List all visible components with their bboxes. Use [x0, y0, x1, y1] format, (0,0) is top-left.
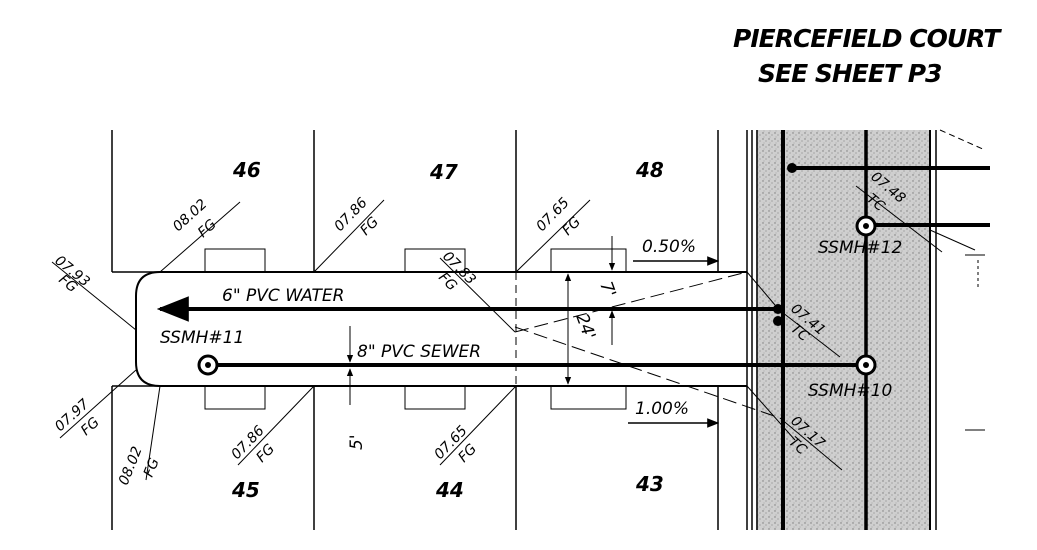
elevation-code: FG	[357, 214, 382, 239]
lot-48-label: 48	[635, 158, 664, 182]
elevation-callout: 07.93 FG	[51, 253, 137, 331]
driveways	[204, 248, 627, 410]
dimension-7: 7'	[595, 236, 619, 345]
grade-line	[929, 229, 976, 251]
slope-label: 1.00%	[635, 399, 689, 419]
water-pipe-label: 6" PVC WATER	[222, 286, 345, 306]
dimension-label: 5'	[347, 435, 367, 451]
manhole-label: SSMH#11	[160, 328, 244, 348]
lot-numbers: 46 47 48 45 44 43	[231, 158, 664, 502]
water-valve-node	[773, 316, 783, 326]
sheet-reference-text: SEE SHEET P3	[758, 59, 941, 88]
elevation-code: FG	[141, 456, 163, 480]
sheet-reference: PIERCEFIELD COURT SEE SHEET P3	[733, 24, 1003, 88]
elevation-code: FG	[195, 216, 220, 241]
manhole-ssmh11: SSMH#11	[160, 328, 244, 376]
elevation-callout: 07.86 FG	[313, 195, 385, 273]
manhole-ssmh10: SSMH#10	[808, 354, 892, 401]
lot-47-label: 47	[429, 160, 458, 184]
cul-de-sac-outline	[135, 271, 747, 387]
lot-lines	[111, 130, 719, 530]
valve-node	[787, 163, 797, 173]
slope-label: 0.50%	[642, 237, 696, 257]
sewer-pipe: 8" PVC SEWER	[208, 342, 866, 367]
slope-top: 0.50%	[633, 237, 720, 266]
lot-43-label: 43	[635, 472, 664, 496]
lot-45-label: 45	[231, 478, 260, 502]
street-name: PIERCEFIELD COURT	[733, 24, 1002, 53]
elevation-callout: 07.65 FG	[431, 385, 517, 466]
elevation-callout: 08.02 FG	[159, 196, 241, 273]
manhole-label: SSMH#12	[818, 238, 902, 258]
lot-46-label: 46	[232, 158, 261, 182]
dimension-label: 24'	[571, 311, 599, 343]
grade-lines	[439, 257, 796, 441]
dimension-24: 24'	[564, 273, 599, 385]
elevation-callout: 07.65 FG	[515, 195, 591, 273]
sewer-pipe-label: 8" PVC SEWER	[357, 342, 481, 362]
elevation-value: 08.02	[116, 444, 146, 487]
lot-44-label: 44	[435, 478, 464, 502]
dimension-label: 7'	[595, 279, 619, 300]
grade-line	[939, 129, 986, 151]
manhole-ssmh12: SSMH#12	[818, 215, 902, 258]
main-road	[746, 129, 990, 530]
slope-bottom: 1.00%	[628, 399, 720, 428]
water-pipe: 6" PVC WATER	[156, 286, 783, 326]
elevation-code: FG	[559, 214, 584, 239]
dimension-5: 5'	[346, 326, 367, 451]
elevation-callout: 07.86 FG	[228, 385, 315, 466]
manhole-label: SSMH#10	[808, 381, 892, 401]
elevation-callout: 07.97 FG	[52, 369, 137, 439]
road-surface	[756, 130, 931, 530]
elevation-callout: 08.02 FG	[116, 385, 163, 487]
